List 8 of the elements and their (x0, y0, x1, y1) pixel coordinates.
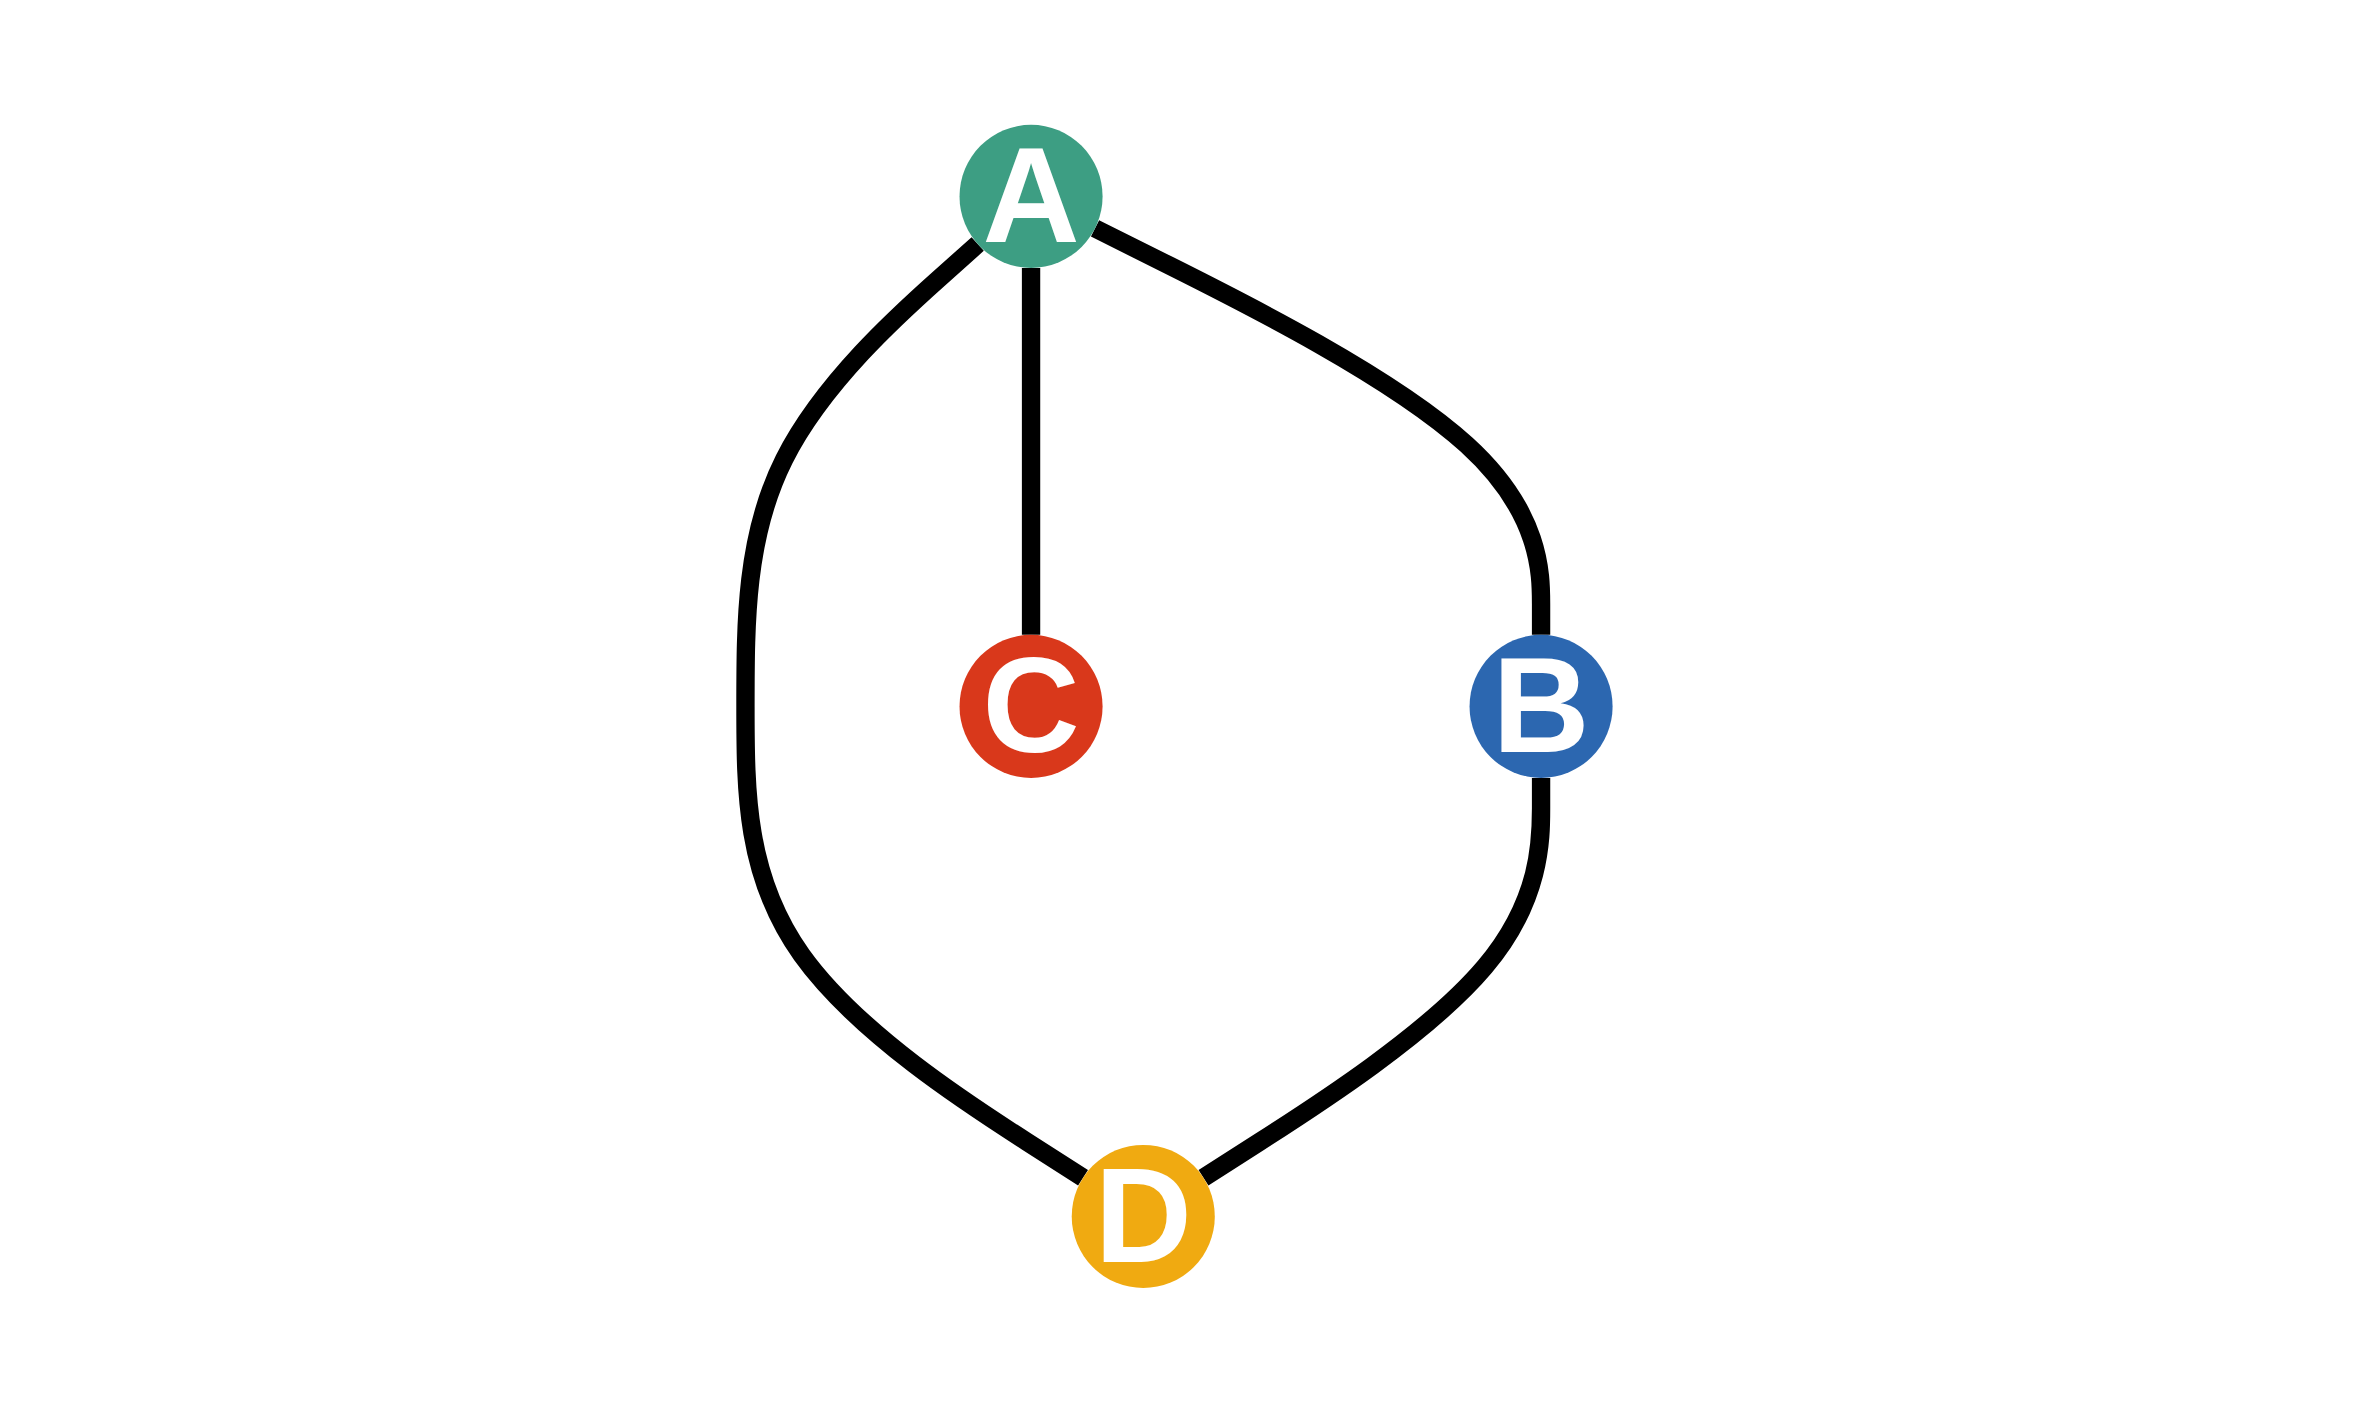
node-circle: C (959, 634, 1103, 778)
connector (1021, 267, 1041, 635)
node-circle: B (1469, 634, 1613, 778)
connector (1090, 219, 1551, 635)
connector (736, 236, 1088, 1186)
node-circle: A (959, 124, 1103, 268)
node-circle: D (1071, 1144, 1215, 1288)
connector (1198, 777, 1551, 1186)
